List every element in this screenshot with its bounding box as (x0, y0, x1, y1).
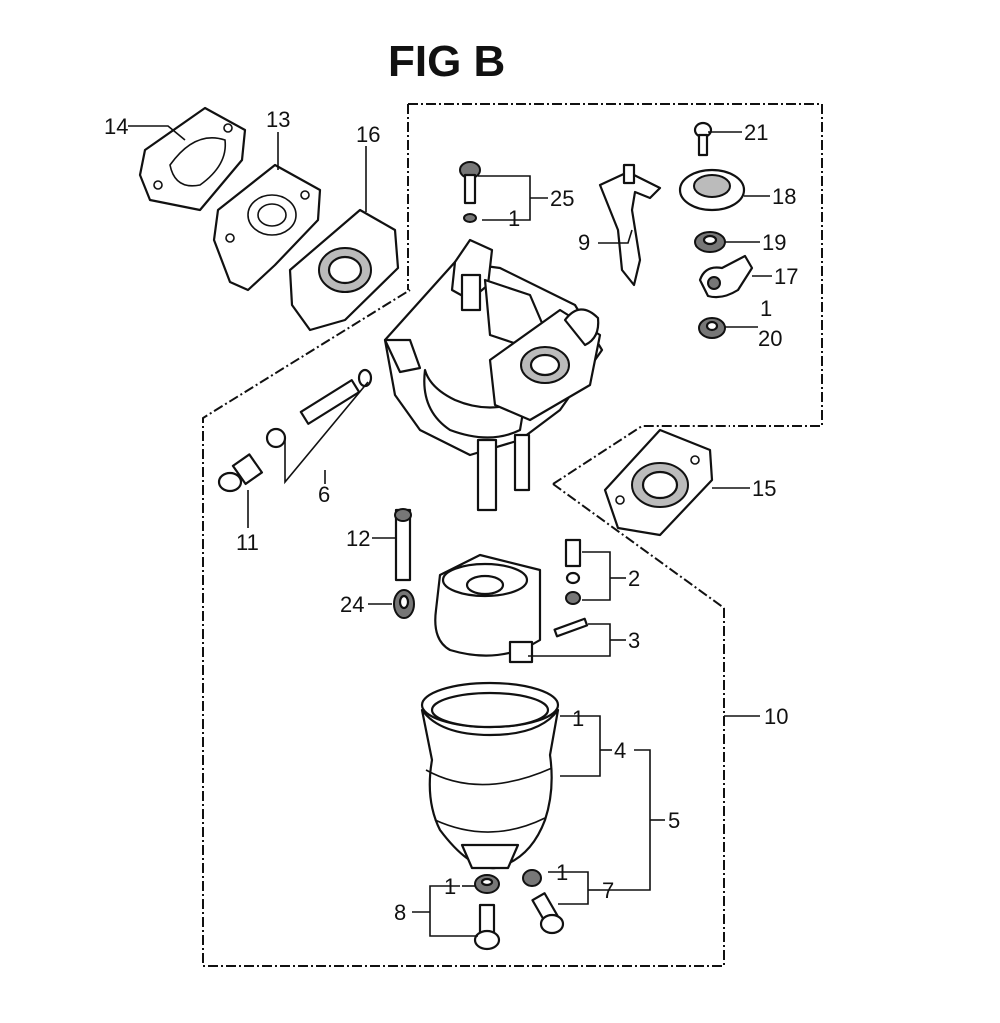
callout-6: 6 (318, 482, 330, 507)
bracket-17 (698, 254, 754, 299)
float-pin-3 (553, 617, 589, 638)
carburetor-body (383, 238, 604, 512)
callout-10: 10 (764, 704, 788, 729)
screw-11 (217, 453, 264, 493)
callout-2: 2 (628, 566, 640, 591)
gasket-16 (288, 208, 400, 332)
callout-17: 17 (774, 264, 798, 289)
washer-19 (694, 231, 726, 253)
callout-1-left-washer: 1 (444, 874, 456, 899)
callout-24: 24 (340, 592, 364, 617)
jet-24 (393, 589, 415, 619)
callout-13: 13 (266, 107, 290, 132)
float (434, 553, 542, 664)
choke-lever-9 (598, 163, 662, 287)
callout-15: 15 (752, 476, 776, 501)
callout-1-nut: 1 (760, 296, 772, 321)
callout-5: 5 (668, 808, 680, 833)
callout-1-chamber: 1 (572, 706, 584, 731)
callout-1-right-washer: 1 (556, 860, 568, 885)
washer-bottom-left (474, 874, 500, 894)
pilot-screw-6 (265, 368, 373, 449)
float-valve-2 (564, 538, 582, 605)
callout-21: 21 (744, 120, 768, 145)
screw-21 (693, 121, 713, 157)
assembly-outline-notch (552, 483, 725, 609)
callout-7: 7 (602, 878, 614, 903)
insulator-13 (212, 163, 322, 292)
callout-8: 8 (394, 900, 406, 925)
gasket-14 (138, 106, 247, 212)
nut-20 (698, 317, 726, 339)
leader-lines (128, 125, 772, 937)
callout-3: 3 (628, 628, 640, 653)
screw-25 (459, 161, 481, 223)
callout-9: 9 (578, 230, 590, 255)
bolt-7 (531, 892, 565, 935)
callout-16: 16 (356, 122, 380, 147)
figure-title: FIG B (388, 37, 505, 86)
callout-20: 20 (758, 326, 782, 351)
plate-18 (678, 168, 746, 212)
bolt-8 (473, 903, 501, 951)
gasket-15 (603, 428, 714, 537)
main-jet-12 (394, 508, 412, 582)
callout-12: 12 (346, 526, 370, 551)
callout-18: 18 (772, 184, 796, 209)
callout-11: 11 (236, 530, 259, 555)
callout-14: 14 (104, 114, 128, 139)
callout-4: 4 (614, 738, 626, 763)
washer-bottom-right (522, 869, 542, 887)
float-chamber-5 (420, 681, 560, 870)
assembly-outline-lower (202, 289, 725, 967)
assembly-outline-upper (408, 103, 823, 427)
assembly-outline-diag (552, 425, 730, 485)
callout-25: 25 (550, 186, 574, 211)
callout-19: 19 (762, 230, 786, 255)
callout-1-upper: 1 (508, 206, 520, 231)
